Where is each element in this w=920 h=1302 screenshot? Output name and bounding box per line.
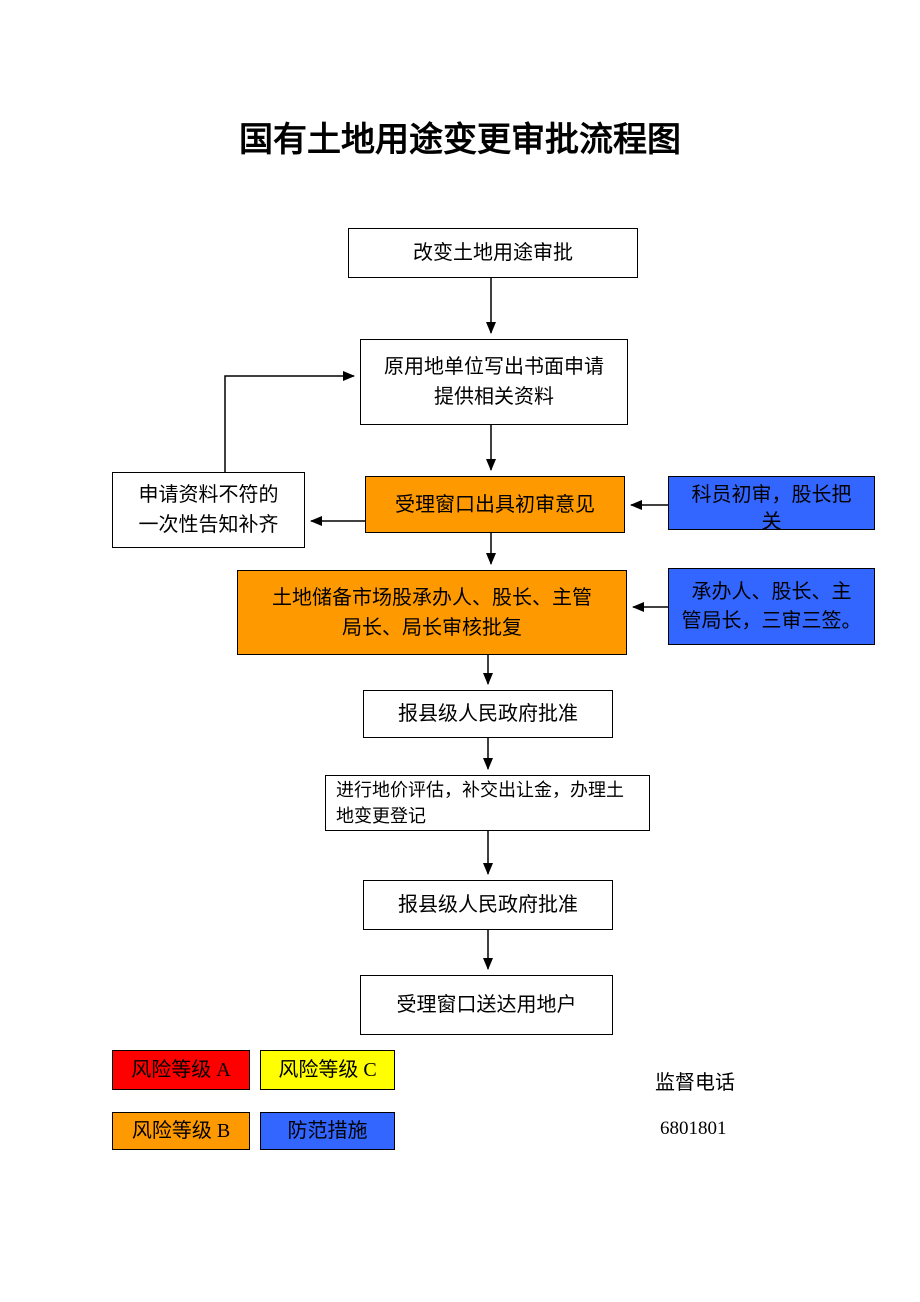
note-line: 承办人、股长、主 [691, 580, 852, 603]
legend-label: 风险等级 C [278, 1059, 377, 1081]
step-label: 报县级人民政府批准 [398, 703, 578, 725]
legend-risk-a: 风险等级 A [112, 1050, 250, 1090]
note-clerk-review: 科员初审，股长把 关 [668, 476, 875, 530]
step-line: 进行地价评估，补交出让金，办理土 [336, 780, 624, 800]
step-land-reserve-approval: 土地储备市场股承办人、股长、主管 局长、局长审核批复 [237, 570, 627, 655]
step-change-land-use: 改变土地用途审批 [348, 228, 638, 278]
legend-risk-c: 风险等级 C [260, 1050, 395, 1090]
note-line: 科员初审，股长把 [691, 484, 852, 506]
note-line: 关 [761, 511, 782, 530]
note-line: 管局长，三审三签。 [681, 609, 862, 632]
legend-label: 风险等级 B [131, 1120, 231, 1142]
note-line: 一次性告知补齐 [138, 514, 279, 536]
step-line: 提供相关资料 [434, 386, 554, 408]
note-line: 申请资料不符的 [138, 484, 279, 506]
step-label: 报县级人民政府批准 [398, 894, 578, 916]
page-title: 国有土地用途变更审批流程图 [239, 121, 681, 159]
supervision-phone-number: 6801801 [660, 1118, 727, 1139]
step-label: 受理窗口出具初审意见 [395, 493, 595, 516]
legend-risk-b: 风险等级 B [112, 1112, 250, 1150]
legend-label: 风险等级 A [131, 1059, 231, 1081]
step-label: 改变土地用途审批 [413, 242, 573, 264]
note-three-reviews: 承办人、股长、主 管局长，三审三签。 [668, 568, 875, 645]
step-label: 受理窗口送达用地户 [396, 994, 577, 1016]
step-deliver-to-user: 受理窗口送达用地户 [360, 975, 613, 1035]
step-line: 地变更登记 [336, 806, 426, 826]
step-line: 土地储备市场股承办人、股长、主管 [272, 586, 592, 609]
step-county-gov-approval-2: 报县级人民政府批准 [363, 880, 613, 930]
supervision-phone-label: 监督电话 [655, 1072, 735, 1094]
step-window-preliminary-review: 受理窗口出具初审意见 [365, 476, 625, 533]
note-reject-supplement: 申请资料不符的 一次性告知补齐 [112, 472, 305, 548]
step-line: 局长、局长审核批复 [342, 616, 522, 639]
arrow-reject-note-step2 [224, 371, 355, 472]
legend-prevention-measures: 防范措施 [260, 1112, 395, 1150]
step-written-application: 原用地单位写出书面申请 提供相关资料 [360, 339, 628, 425]
step-line: 原用地单位写出书面申请 [384, 356, 604, 378]
step-valuation-registration: 进行地价评估，补交出让金，办理土 地变更登记 [325, 775, 650, 831]
step-county-gov-approval-1: 报县级人民政府批准 [363, 690, 613, 738]
legend-label: 防范措施 [287, 1120, 368, 1142]
